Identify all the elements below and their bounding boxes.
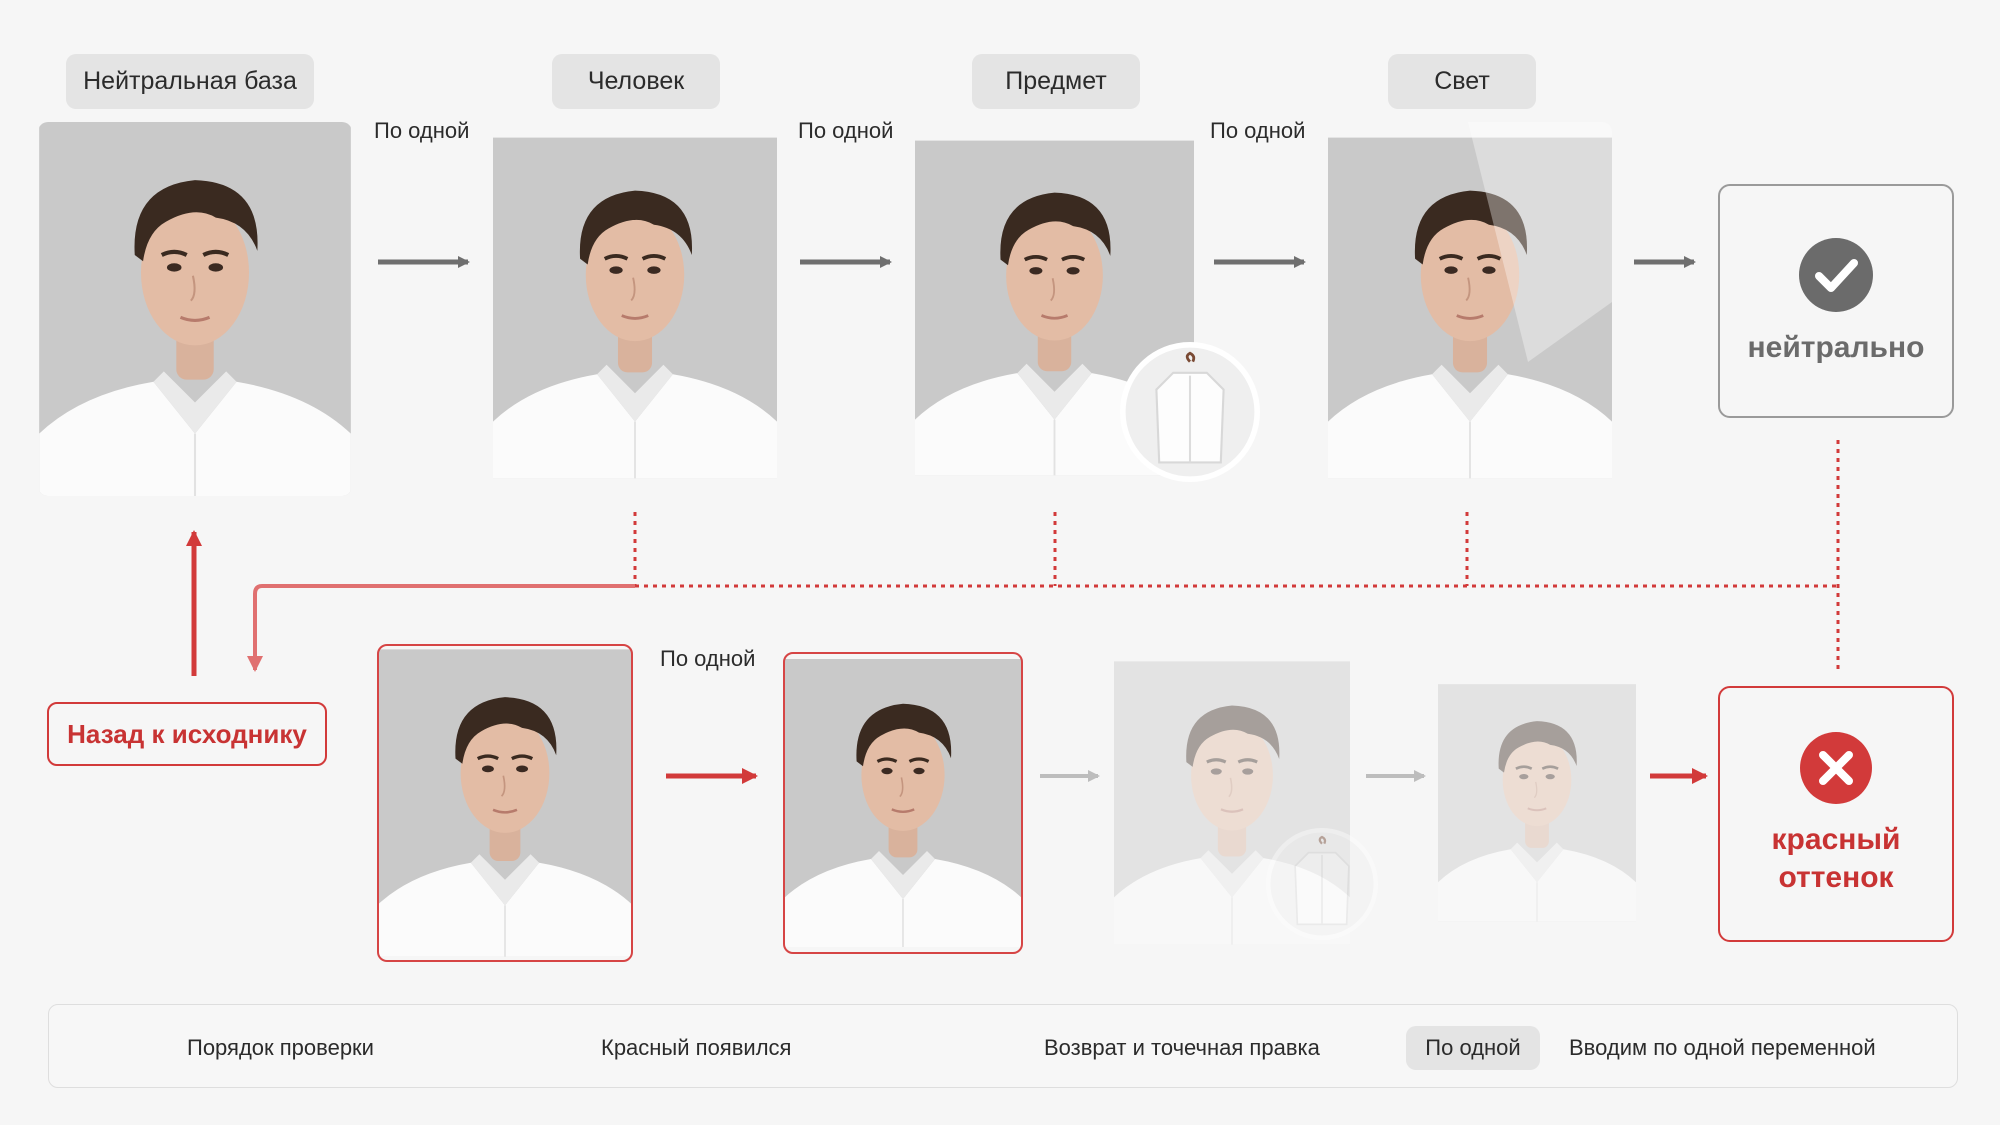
x-circle-icon [1799,731,1873,805]
legend-order: Порядок проверки [187,1035,374,1060]
result-neutral-label: нейтрально [1747,331,1925,364]
stage-label-neutral-base: Нейтральная база [66,54,314,109]
stage-label-light: Свет [1388,54,1536,109]
check-circle-icon [1798,237,1874,313]
legend-red-appeared: Красный появился [601,1035,792,1060]
result-red-label-line2: оттенок [1778,861,1894,894]
step-label-3: По одной [1210,118,1306,143]
result-red-box: красный оттенок [1718,686,1954,942]
result-neutral-box: нейтрально [1718,184,1954,418]
legend-one-variable: Вводим по одной переменной [1569,1035,1876,1060]
legend-pill: По одной [1406,1026,1540,1070]
stage-label-person: Человек [552,54,720,109]
step-label-2: По одной [798,118,894,143]
legend-box [48,1004,1958,1088]
photo-light [1328,122,1612,494]
return-path [247,584,635,672]
legend-return-fix: Возврат и точечная правка [1044,1035,1320,1060]
result-red-label-line1: красный [1771,823,1901,856]
back-to-source-button[interactable]: Назад к исходнику [47,702,327,766]
step-label-4: По одной [660,646,756,671]
step-label-1: По одной [374,118,470,143]
stage-label-item: Предмет [972,54,1140,109]
